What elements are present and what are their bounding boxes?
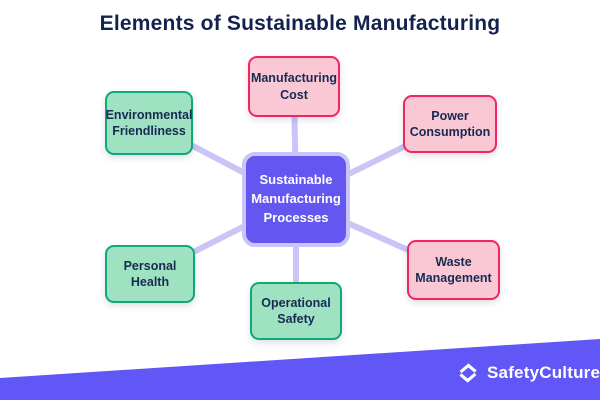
node-label: Operational Safety xyxy=(261,295,331,326)
safetyculture-wordmark: SafetyCulture xyxy=(487,363,600,382)
node-central-sustainable-manufacturing-processes: Sustainable Manufacturing Processes xyxy=(242,152,350,247)
node-label: Environmental Friendliness xyxy=(105,107,193,138)
node-label: Power Consumption xyxy=(409,108,491,139)
node-label: Personal Health xyxy=(123,258,177,289)
node-waste-management: Waste Management xyxy=(407,240,500,300)
node-environmental-friendliness: Environmental Friendliness xyxy=(105,91,193,155)
node-power-consumption: Power Consumption xyxy=(403,95,497,153)
diagram-title: Elements of Sustainable Manufacturing xyxy=(99,12,501,35)
node-manufacturing-cost: Manufacturing Cost xyxy=(248,56,340,117)
node-operational-safety: Operational Safety xyxy=(250,282,342,340)
node-label: Manufacturing Cost xyxy=(250,71,338,102)
central-node-label: Sustainable Manufacturing Processes xyxy=(251,172,341,225)
node-label: Waste Management xyxy=(415,254,492,285)
node-personal-health: Personal Health xyxy=(105,245,195,303)
safetyculture-logo: SafetyCulture xyxy=(456,361,600,385)
safetyculture-diamond-icon xyxy=(459,363,477,383)
